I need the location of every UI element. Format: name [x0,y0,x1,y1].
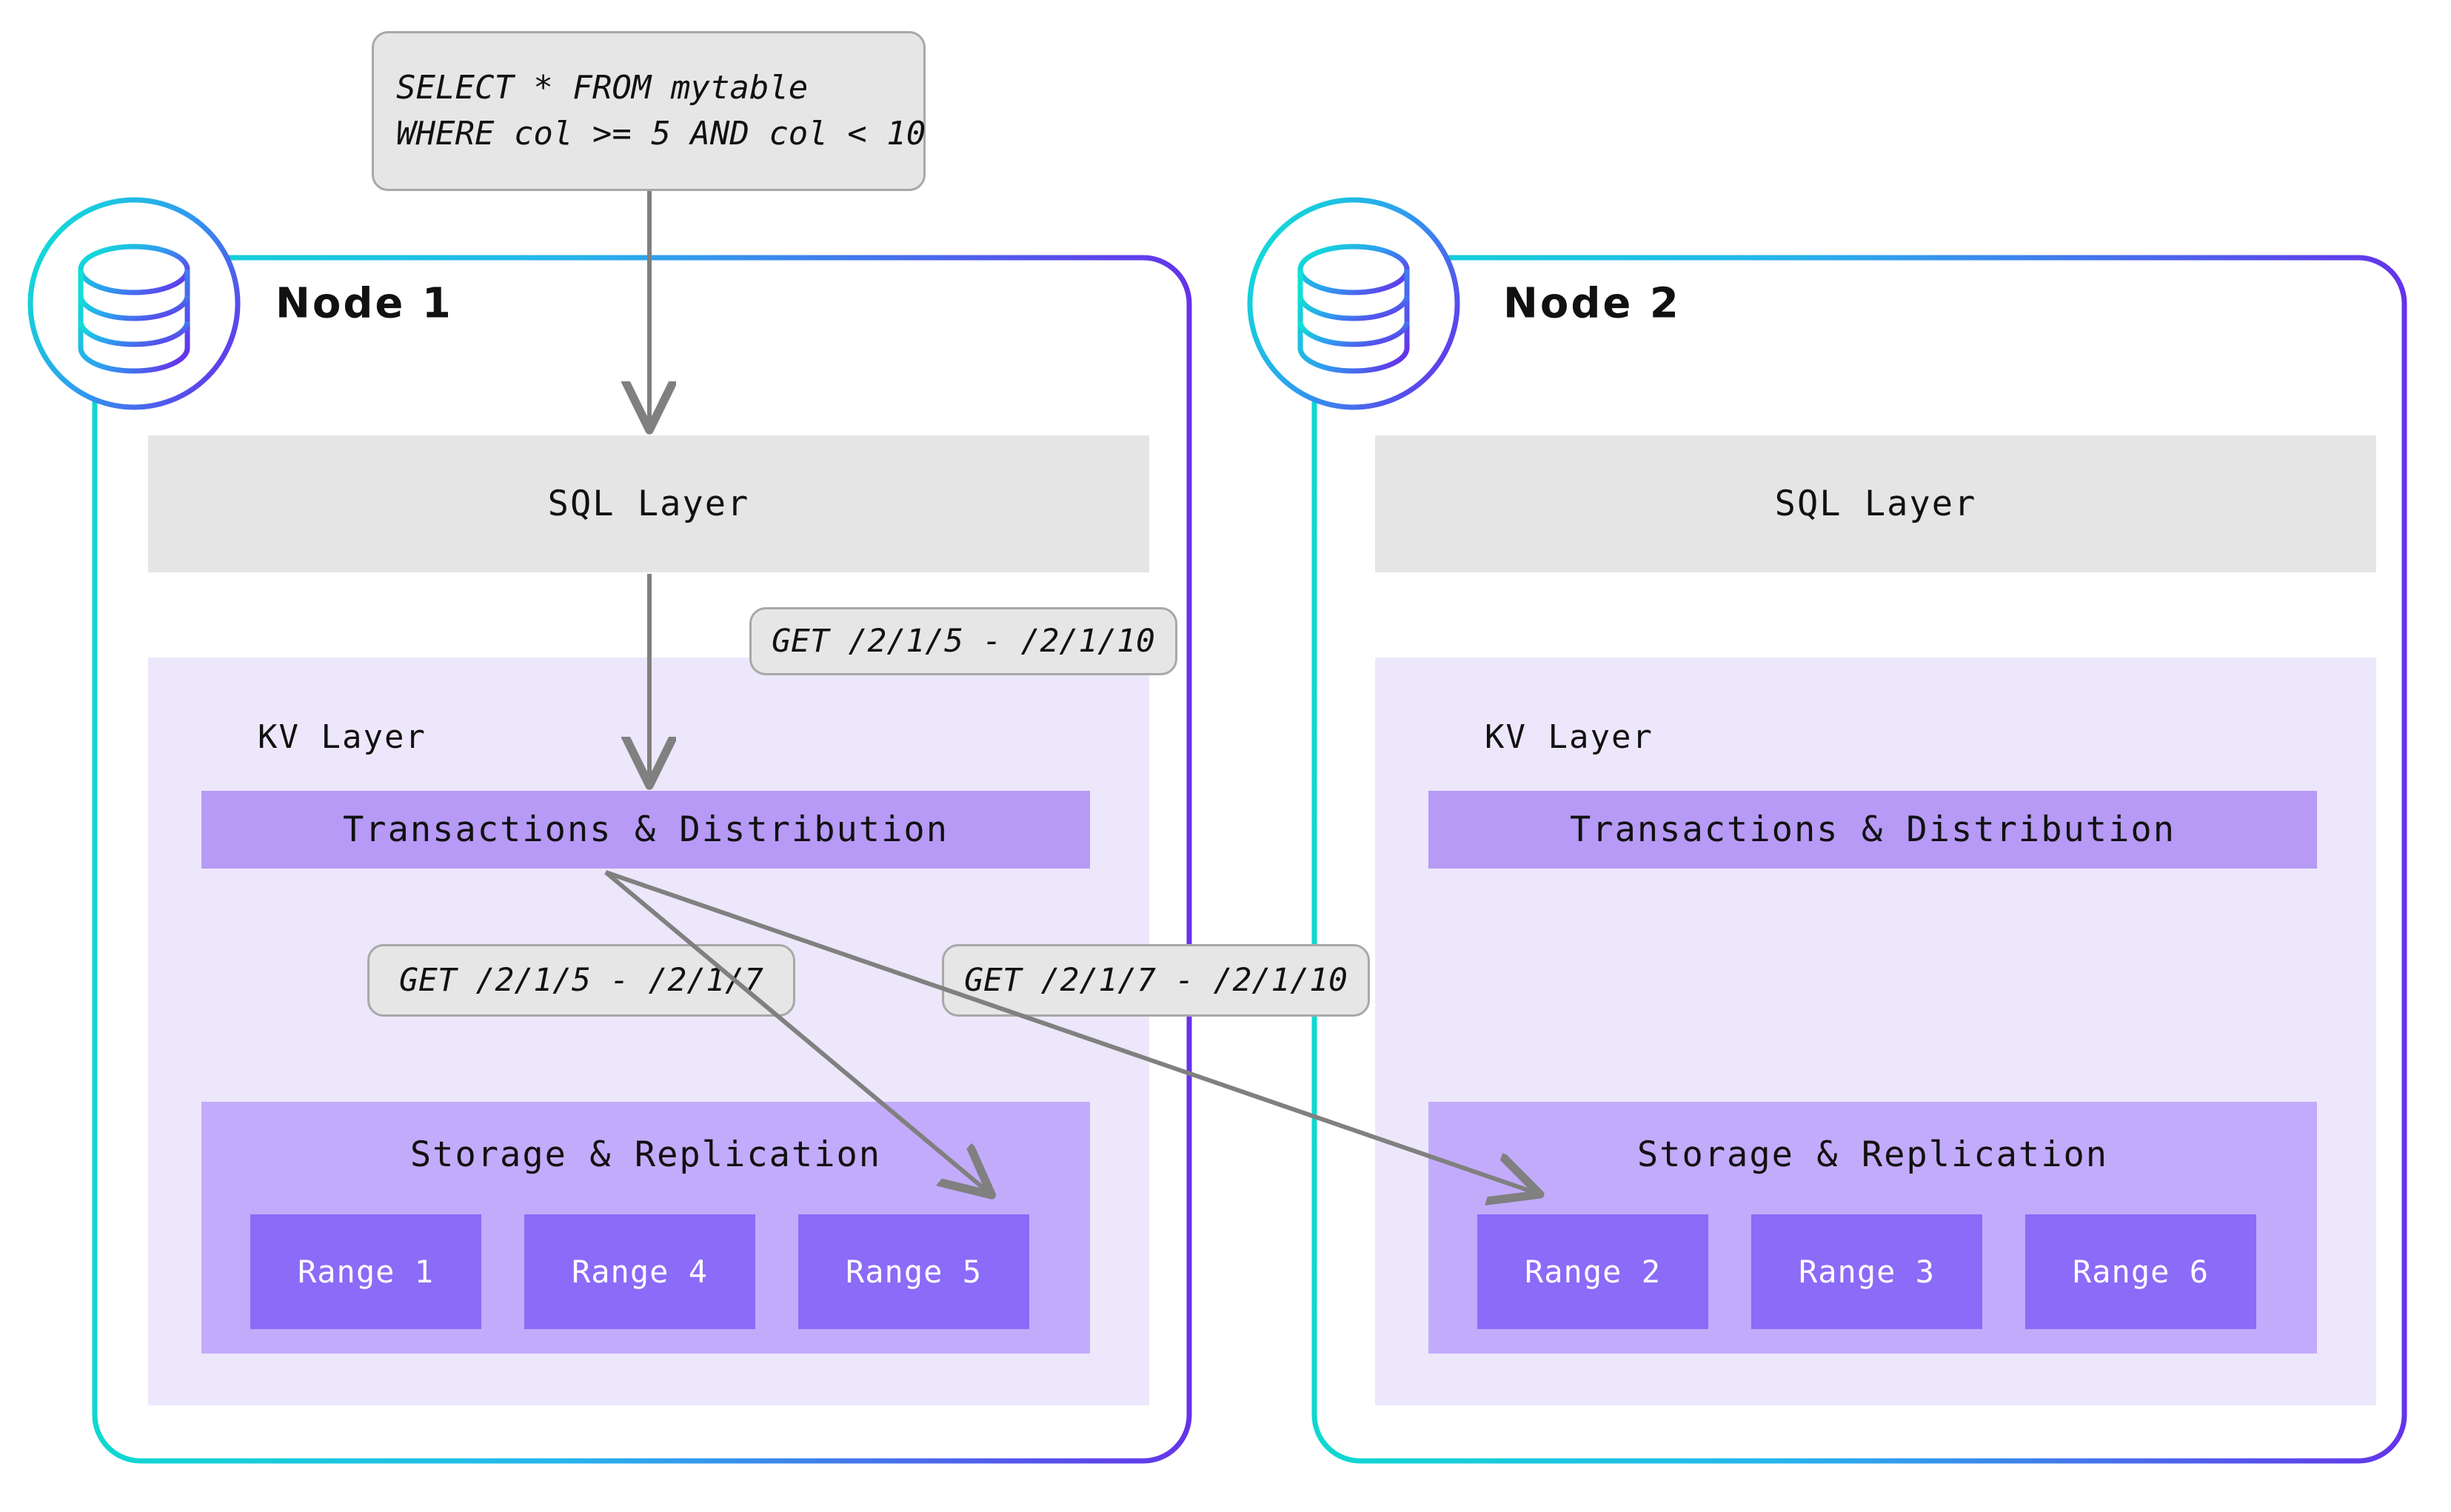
node-2-kv-layer: KV Layer Transactions & Distribution Sto… [1375,658,2376,1405]
range5-request-callout: GET /2/1/5 - /2/1/7 [367,944,795,1017]
node-1-txn-label: Transactions & Distribution [342,809,949,850]
node-2-title: Node 2 [1503,279,1681,328]
node-2-transactions-distribution: Transactions & Distribution [1428,791,2317,869]
sql-query-line-2: WHERE col >= 5 AND col < 10 [396,115,926,153]
node-2-txn-label: Transactions & Distribution [1569,809,2176,850]
node-2-storage-replication: Storage & Replication Range 2 Range 3 Ra… [1428,1102,2317,1354]
node-1-kv-layer-label: KV Layer [258,718,427,756]
node-1-range-box[interactable]: Range 5 [798,1214,1029,1329]
node-1-frame [92,255,1192,1464]
node-1-storage-label: Storage & Replication [409,1134,882,1175]
node-1-sql-layer: SQL Layer [148,435,1149,572]
node-2-storage-label: Storage & Replication [1636,1134,2109,1175]
node-2-range-box[interactable]: Range 2 [1477,1214,1708,1329]
node-1-title: Node 1 [275,279,453,328]
node-1-range-box[interactable]: Range 1 [250,1214,481,1329]
sql-query-bubble: SELECT * FROM mytable WHERE col >= 5 AND… [372,31,926,191]
node-2-kv-layer-label: KV Layer [1485,718,1653,756]
node-2-sql-layer-label: SQL Layer [1774,484,1977,524]
node-2-range-box[interactable]: Range 6 [2025,1214,2256,1329]
node-1-kv-layer: KV Layer Transactions & Distribution Sto… [148,658,1149,1405]
node-2-sql-layer: SQL Layer [1375,435,2376,572]
node-1-storage-replication: Storage & Replication Range 1 Range 4 Ra… [201,1102,1090,1354]
node-1-transactions-distribution: Transactions & Distribution [201,791,1090,869]
kv-request-callout: GET /2/1/5 - /2/1/10 [749,607,1177,675]
database-stack-icon [27,197,241,410]
database-stack-icon [1247,197,1460,410]
node-2-frame [1311,255,2407,1464]
range2-request-callout: GET /2/1/7 - /2/1/10 [942,944,1370,1017]
sql-query-line-1: SELECT * FROM mytable [396,68,809,107]
node-1-range-box[interactable]: Range 4 [524,1214,755,1329]
node-2-range-box[interactable]: Range 3 [1751,1214,1982,1329]
node-1-sql-layer-label: SQL Layer [547,484,750,524]
